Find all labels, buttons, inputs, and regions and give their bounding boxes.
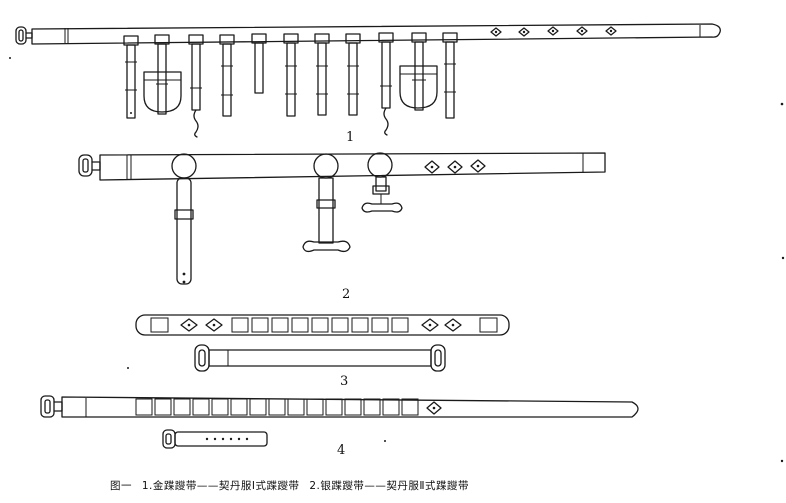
belt-1-illustration: [15, 23, 721, 138]
caption-item-1: 1.金蹀躞带——契丹服Ⅰ式蹀躞带: [141, 480, 300, 492]
belt-4-buckle: [40, 395, 63, 418]
print-specks: [9, 57, 785, 463]
belt-2-strap: [99, 152, 606, 181]
belt-2-buckle: [78, 154, 101, 177]
label-belt-1: 1: [346, 130, 355, 145]
figure-caption: 图一 1.金蹀躞带——契丹服Ⅰ式蹀躞带 2.银蹀躞带——契丹服Ⅱ式蹀躞带: [110, 478, 475, 493]
caption-item-2: 2.银蹀躞带——契丹服Ⅱ式蹀躞带: [309, 480, 469, 492]
belt-3-buckle-strap: [194, 344, 446, 372]
label-belt-3: 3: [340, 374, 349, 389]
belt-1-strap: [31, 23, 721, 45]
belt-1-buckle: [15, 26, 33, 45]
belt-2-plaques: [424, 159, 486, 174]
caption-prefix: 图一: [110, 480, 132, 492]
belt-4-strap: [61, 396, 639, 418]
belt-1-hanging-straps: [123, 32, 458, 138]
label-belt-2: 2: [342, 287, 351, 302]
belt-1-plaques: [490, 26, 617, 37]
belt-2-pendant-3: [361, 152, 403, 213]
belt-2-pendant-1: [171, 153, 197, 285]
belt-3-plaque-strip: [135, 314, 510, 336]
belt-2-illustration: [78, 152, 606, 285]
belt-4-square-plaques: [135, 398, 419, 416]
belt-2-pendant-2: [302, 153, 351, 253]
belt-3-illustration: [135, 314, 510, 372]
belt-4-tongue-strap: [162, 429, 268, 449]
label-belt-4: 4: [337, 443, 346, 458]
belt-3-square-plaques: [231, 317, 409, 333]
belt-4-illustration: [40, 395, 639, 449]
